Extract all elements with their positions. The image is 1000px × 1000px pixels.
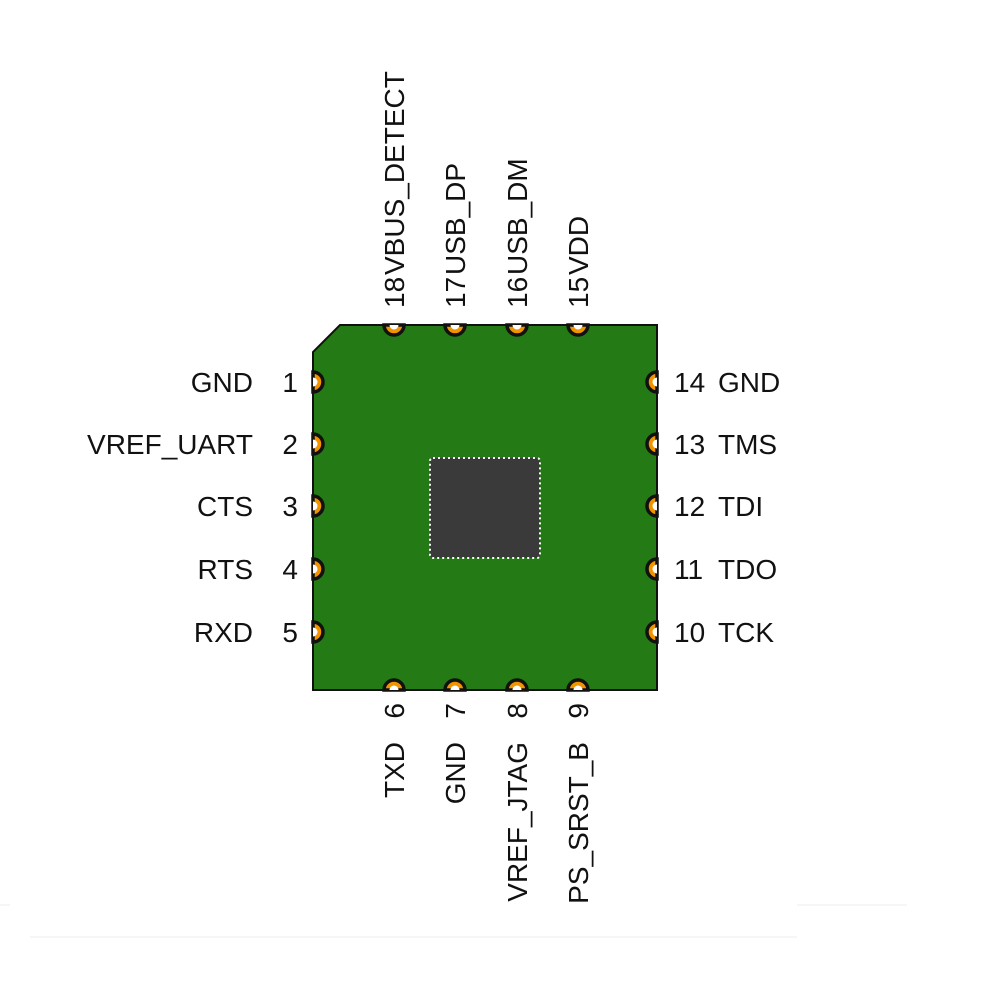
top-pad-hole-0 xyxy=(573,325,583,330)
pin-name-4: RTS xyxy=(198,554,254,585)
pin-number-9: 9 xyxy=(563,703,594,719)
right-pad-hole-3 xyxy=(652,439,657,449)
left-pad-3 xyxy=(311,557,325,581)
pin-number-4: 4 xyxy=(282,554,298,585)
pin-number-14: 14 xyxy=(674,367,705,398)
pin-number-3: 3 xyxy=(282,491,298,522)
top-pad-3 xyxy=(382,323,406,337)
pin-name-18: VBUS_DETECT xyxy=(379,71,410,275)
pin-number-12: 12 xyxy=(674,491,705,522)
left-pad-hole-4 xyxy=(313,627,318,637)
center-chip xyxy=(430,458,540,558)
pin-number-1: 1 xyxy=(282,367,298,398)
right-pad-0 xyxy=(645,620,659,644)
right-pad-3 xyxy=(645,432,659,456)
right-pad-2 xyxy=(645,494,659,518)
chip-outline-dots xyxy=(429,457,541,559)
bottom-pad-1 xyxy=(443,678,467,692)
pin-number-10: 10 xyxy=(674,617,705,648)
pin-name-11: TDO xyxy=(718,554,777,585)
bottom-pad-hole-0 xyxy=(389,685,399,690)
left-pad-hole-0 xyxy=(313,377,318,387)
right-pad-hole-2 xyxy=(652,501,657,511)
pin-name-6: TXD xyxy=(379,742,410,798)
right-pad-hole-1 xyxy=(652,564,657,574)
pin-number-15: 15 xyxy=(563,277,594,308)
pin-number-13: 13 xyxy=(674,429,705,460)
left-pad-0 xyxy=(311,370,325,394)
top-pad-2 xyxy=(443,323,467,337)
pin-number-6: 6 xyxy=(379,703,410,719)
pin-name-2: VREF_UART xyxy=(87,429,253,460)
pin-name-9: PS_SRST_B xyxy=(563,742,594,904)
left-pad-hole-2 xyxy=(313,501,318,511)
pin-name-14: GND xyxy=(718,367,780,398)
pin-name-5: RXD xyxy=(194,617,253,648)
right-pad-hole-0 xyxy=(652,627,657,637)
pin-name-17: USB_DP xyxy=(440,163,471,275)
pin-name-1: GND xyxy=(191,367,253,398)
top-pad-hole-3 xyxy=(389,325,399,330)
pin-name-3: CTS xyxy=(197,491,253,522)
pin-number-7: 7 xyxy=(440,703,471,719)
right-pad-1 xyxy=(645,557,659,581)
pin-name-10: TCK xyxy=(718,617,774,648)
top-pad-hole-2 xyxy=(450,325,460,330)
bottom-pad-hole-2 xyxy=(512,685,522,690)
bottom-pad-hole-3 xyxy=(573,685,583,690)
right-pad-4 xyxy=(645,370,659,394)
pin-name-12: TDI xyxy=(718,491,763,522)
pin-name-8: VREF_JTAG xyxy=(502,742,533,902)
right-pad-hole-4 xyxy=(652,377,657,387)
left-pad-2 xyxy=(311,494,325,518)
left-pad-hole-1 xyxy=(313,439,318,449)
pin-number-16: 16 xyxy=(502,277,533,308)
pads-group xyxy=(311,323,659,692)
left-pad-hole-3 xyxy=(313,564,318,574)
bottom-pad-3 xyxy=(566,678,590,692)
pin-name-15: VDD xyxy=(563,216,594,275)
pin-name-16: USB_DM xyxy=(502,158,533,275)
bottom-pad-2 xyxy=(505,678,529,692)
top-pad-hole-1 xyxy=(512,325,522,330)
pin-number-2: 2 xyxy=(282,429,298,460)
top-pad-0 xyxy=(566,323,590,337)
pin-number-17: 17 xyxy=(440,277,471,308)
bottom-pad-0 xyxy=(382,678,406,692)
left-pad-4 xyxy=(311,620,325,644)
pin-name-7: GND xyxy=(440,742,471,804)
bottom-pad-hole-1 xyxy=(450,685,460,690)
pin-name-13: TMS xyxy=(718,429,777,460)
pin-number-8: 8 xyxy=(502,703,533,719)
pin-number-18: 18 xyxy=(379,277,410,308)
left-pad-1 xyxy=(311,432,325,456)
pin-number-11: 11 xyxy=(674,554,703,585)
top-pad-1 xyxy=(505,323,529,337)
pin-number-5: 5 xyxy=(282,617,298,648)
